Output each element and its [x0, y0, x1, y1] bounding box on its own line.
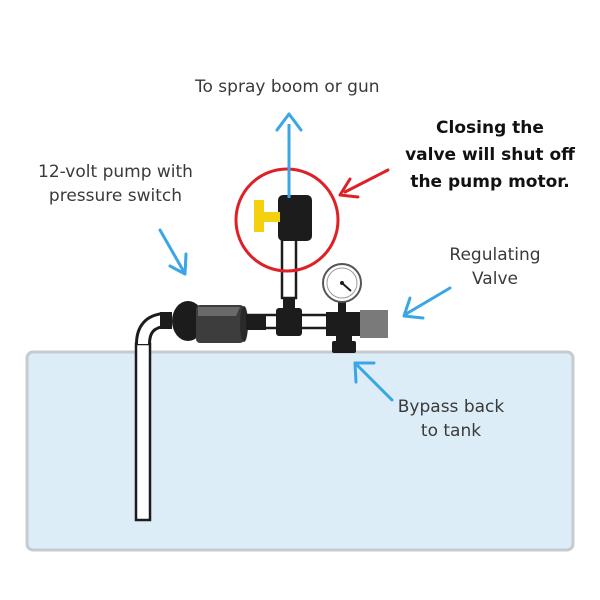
regulating-valve-label: Regulating Valve — [440, 243, 550, 291]
bypass-label-line-1: Bypass back — [397, 397, 505, 417]
highlight-circle — [234, 167, 340, 273]
riser-pipe — [280, 236, 298, 300]
pump-icon — [160, 301, 266, 343]
pump-label-line-1: 12-volt pump with — [38, 162, 193, 182]
valve-note: Closing the valve will shut off the pump… — [395, 115, 585, 196]
shutoff-valve-icon — [254, 195, 312, 241]
outflow-arrow-icon — [275, 112, 303, 198]
regulating-valve-label-line-2: Valve — [472, 269, 518, 289]
bypass-label-line-2: to tank — [420, 421, 482, 441]
pump-label: 12-volt pump with pressure switch — [38, 160, 193, 208]
red-arrow-icon — [338, 168, 390, 199]
pump-label-line-2: pressure switch — [48, 186, 183, 206]
valve-note-line-3: the pump motor. — [410, 172, 570, 192]
tank — [25, 350, 575, 552]
valve-note-line-1: Closing the — [436, 118, 544, 138]
bypass-pointer-arrow-icon — [353, 361, 394, 402]
spray-label: To spray boom or gun — [195, 77, 380, 97]
regulating-pointer-arrow-icon — [402, 286, 452, 320]
regulating-valve-label-line-1: Regulating — [449, 245, 541, 265]
bypass-label: Bypass back to tank — [392, 395, 510, 443]
valve-note-line-2: valve will shut off — [405, 145, 575, 165]
regulating-valve-icon — [326, 310, 388, 353]
pump-pointer-arrow-icon — [158, 228, 188, 276]
suction-pipe — [134, 312, 166, 522]
pressure-gauge-icon — [322, 263, 362, 316]
